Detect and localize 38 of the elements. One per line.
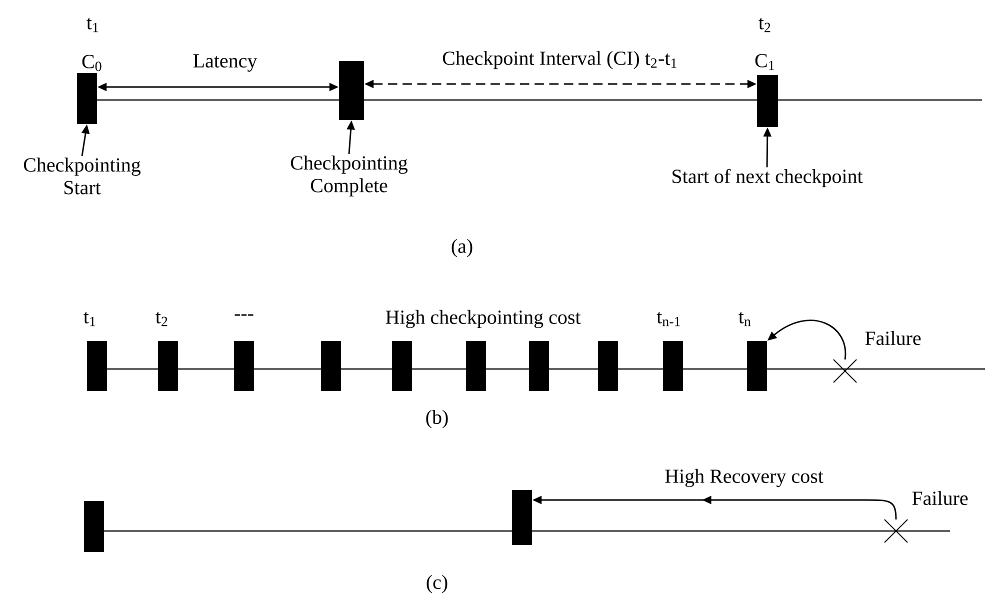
edge-label: Checkpoint Interval (CI) t$_{2}$-t$_{1}$ [440, 50, 680, 70]
panel-caption: (b) [426, 410, 448, 428]
time-label: --- [234, 314, 254, 316]
time-label: C$_{0}$ [82, 54, 102, 72]
checkpoint-bar [87, 341, 107, 391]
time-label: t$_{2}$ [156, 312, 168, 326]
panel-caption: (c) [426, 574, 448, 594]
checkpoint-bar [321, 341, 341, 391]
time-label: C$_{1}$ [755, 54, 774, 70]
edge-label: High Recovery cost [663, 468, 825, 488]
failure-cross [884, 518, 908, 544]
text-label: Start of next checkpoint [672, 168, 863, 188]
checkpoint-bar [158, 341, 178, 391]
checkpoint-bar [529, 341, 549, 391]
checkpoint-bar [757, 75, 778, 127]
checkpoint-bar [663, 341, 684, 391]
checkpoint-bar [234, 341, 254, 391]
failure-cross [832, 358, 858, 384]
edge-label: Latency [191, 52, 259, 74]
checkpoint-bar [77, 73, 97, 124]
checkpoint-bar [339, 61, 364, 120]
time-label: t$_{n-1}$ [656, 312, 680, 326]
time-label: t$_{1}$ [86, 18, 98, 32]
annotation-text: High checkpointing cost [386, 310, 581, 328]
time-label: Failure [865, 330, 921, 346]
checkpoint-bar [598, 341, 618, 391]
panel-caption: (a) [452, 238, 472, 258]
text-label: Checkpointing Complete [290, 156, 408, 196]
checkpoint-bar [392, 341, 412, 391]
time-label: t$_{2}$ [758, 18, 770, 32]
time-label: Failure [912, 490, 968, 506]
checkpoint-bar [466, 341, 486, 391]
text-label: Checkpointing Start [24, 158, 141, 194]
time-label: t$_{1}$ [84, 312, 96, 326]
time-label: t$_{n}$ [738, 312, 751, 326]
checkpoint-bar [747, 341, 768, 391]
checkpoint-bar [512, 490, 532, 545]
checkpoint-bar [84, 501, 104, 552]
